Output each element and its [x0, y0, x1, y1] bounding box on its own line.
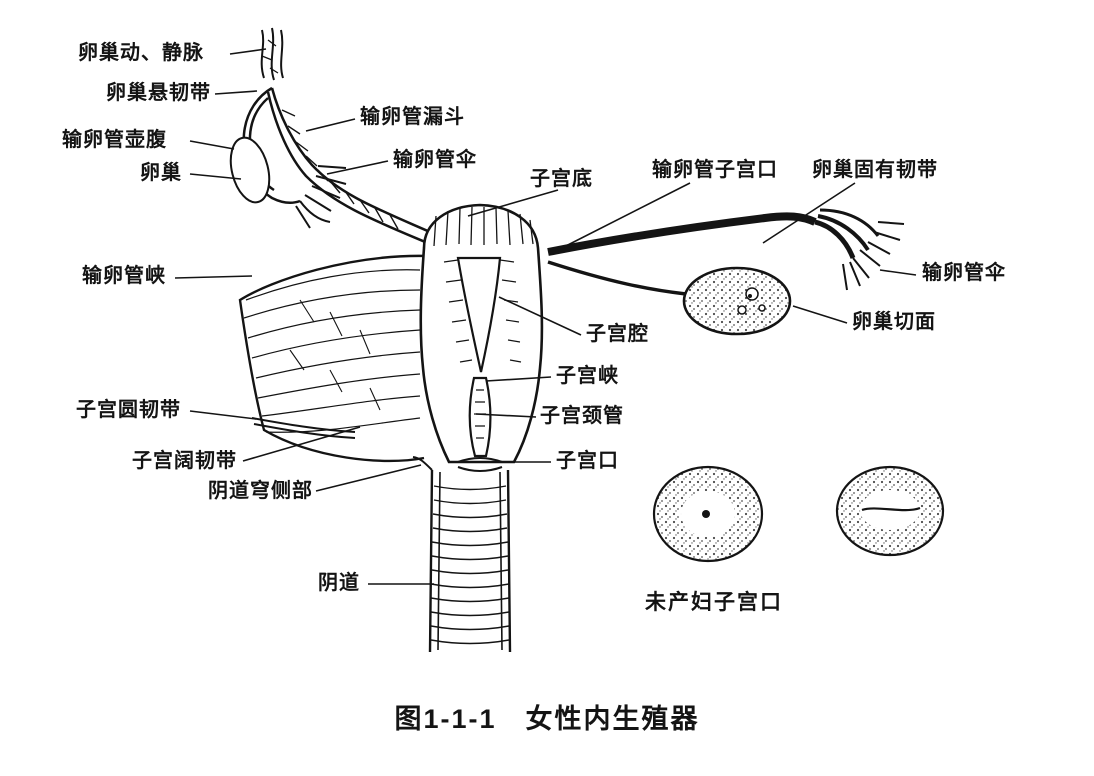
vagina-drawing	[428, 469, 512, 653]
label-proper-ovarian-ligament: 卵巢固有韧带	[812, 159, 938, 181]
nulliparous-os-drawing	[652, 465, 764, 563]
label-tube-uterine-opening: 输卵管子宫口	[652, 159, 778, 181]
label-uterine-isthmus: 子宫峡	[556, 365, 619, 387]
label-ovary: 卵巢	[140, 162, 182, 184]
label-vagina: 阴道	[318, 572, 360, 594]
label-cervical-os: 子宫口	[556, 450, 619, 472]
left-ovary-drawing	[229, 136, 271, 204]
label-broad-ligament: 子宫阔韧带	[132, 450, 237, 472]
label-infundibulum: 输卵管漏斗	[360, 106, 465, 128]
label-lateral-fornix: 阴道穹侧部	[208, 480, 313, 502]
label-ovarian-vessels: 卵巢动、静脉	[78, 42, 204, 64]
label-cervical-canal: 子宫颈管	[540, 405, 624, 427]
figure-caption: 图1-1-1 女性内生殖器	[394, 704, 700, 734]
ovarian-vessels-drawing	[260, 27, 284, 81]
label-ampulla: 输卵管壶腹	[62, 129, 167, 151]
label-fundus: 子宫底	[530, 168, 593, 190]
broad-ligament-drawing	[238, 254, 429, 463]
label-tube-isthmus: 输卵管峡	[82, 265, 166, 287]
label-uterine-cavity: 子宫腔	[586, 323, 649, 345]
ovary-section-drawing	[682, 266, 792, 336]
uterus-drawing	[412, 203, 544, 472]
leader-lines	[174, 48, 917, 585]
label-fimbriae-left: 输卵管伞	[393, 149, 477, 171]
parous-os-drawing	[835, 465, 945, 557]
label-round-ligament: 子宫圆韧带	[76, 399, 181, 421]
right-fallopian-tube-drawing	[547, 208, 905, 296]
label-suspensory-ligament: 卵巢悬韧带	[106, 82, 211, 104]
label-ovary-section: 卵巢切面	[852, 311, 936, 333]
label-fimbriae-right: 输卵管伞	[922, 262, 1006, 284]
nulliparous-os-caption: 未产妇子宫口	[645, 591, 783, 614]
